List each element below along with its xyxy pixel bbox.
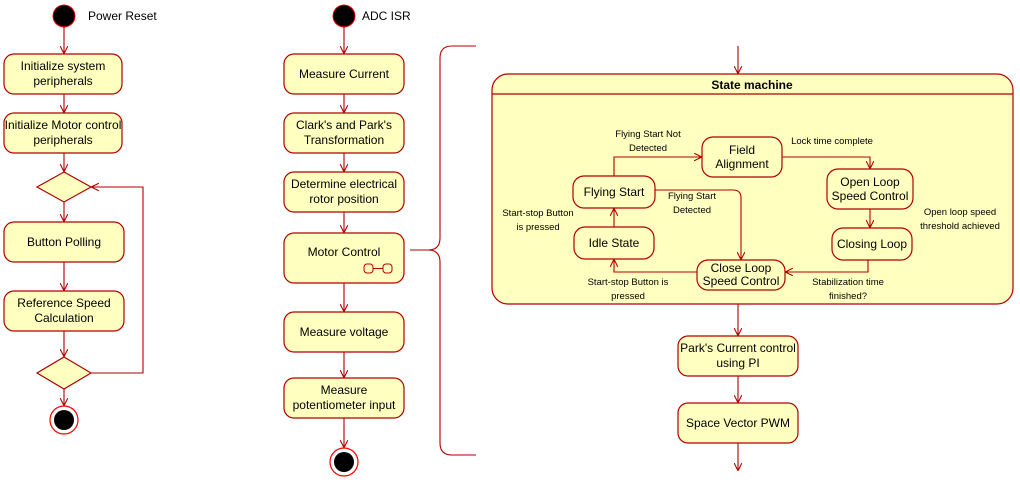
motor-control-node: Motor Control [283, 232, 405, 284]
label-open-loop-threshold-2: threshold achieved [920, 221, 1000, 232]
reference-speed-node: Reference Speed Calculation [3, 290, 125, 332]
measure-pot-node: Measure potentiometer input [283, 377, 405, 419]
expansion-brace [410, 45, 476, 456]
measure-current-node: Measure Current [283, 53, 405, 95]
reference-speed-line1: Reference Speed [17, 296, 110, 310]
svpwm-node: Space Vector PWM [677, 402, 799, 444]
label-start-stop-1a: Start-stop Button [502, 208, 573, 219]
init-motor-control-line1: Initialize Motor control [5, 118, 122, 132]
power-reset-flow: Power Reset Initialize system peripheral… [3, 4, 157, 435]
label-flying-not-detected-1: Flying Start Not [615, 129, 681, 140]
edge-closing-to-closeloop [786, 260, 869, 272]
label-start-stop-2a: Start-stop Button is [588, 277, 669, 288]
state-closing-loop: Closing Loop [831, 227, 913, 261]
power-reset-initial-node [52, 4, 76, 28]
measure-pot-line2: potentiometer input [293, 398, 396, 412]
motor-control-label: Motor Control [308, 245, 381, 259]
measure-voltage-label: Measure voltage [300, 325, 389, 339]
label-flying-detected-2: Detected [673, 205, 711, 216]
rotor-position-node: Determine electrical rotor position [283, 171, 405, 213]
clarke-park-node: Clark's and Park's Transformation [283, 112, 405, 154]
closing-loop-label: Closing Loop [837, 237, 907, 251]
park-current-node: Park's Current control using PI [677, 335, 799, 377]
label-flying-not-detected-2: Detected [629, 143, 667, 154]
clarke-park-line2: Transformation [304, 133, 384, 147]
label-open-loop-threshold-1: Open loop speed [924, 207, 996, 218]
adc-isr-flow: ADC ISR Measure Current Clark's and Park… [283, 4, 411, 477]
park-current-line1: Park's Current control [680, 341, 796, 355]
edge-field-to-openloop [782, 156, 870, 168]
adc-isr-initial-node [332, 4, 356, 28]
rotor-position-line1: Determine electrical [291, 177, 397, 191]
init-system-peripherals-line1: Initialize system [21, 59, 106, 73]
edge-flying-to-field [613, 157, 701, 176]
label-stabilization-2: finished? [829, 291, 867, 302]
open-loop-line2: Speed Control [832, 189, 909, 203]
loop-back-edge [91, 187, 144, 374]
edge-closeloop-to-idle [614, 260, 697, 273]
clarke-park-line1: Clark's and Park's [296, 118, 392, 132]
adc-isr-label: ADC ISR [362, 9, 411, 23]
field-alignment-line1: Field [729, 143, 755, 157]
init-motor-control-line2: peripherals [33, 133, 92, 147]
state-close-loop: Close Loop Speed Control [696, 259, 786, 291]
init-motor-control-node: Initialize Motor control peripherals [3, 112, 123, 154]
adc-isr-final-node [329, 447, 359, 477]
flying-start-label: Flying Start [584, 185, 645, 199]
power-reset-final-node [49, 405, 79, 435]
close-loop-line2: Speed Control [703, 274, 780, 288]
init-system-peripherals-line2: peripherals [33, 74, 92, 88]
label-lock-time: Lock time complete [791, 136, 873, 147]
button-polling-node: Button Polling [3, 221, 125, 263]
power-reset-label: Power Reset [88, 9, 157, 23]
label-stabilization-1: Stabilization time [812, 277, 884, 288]
state-field-alignment: Field Alignment [701, 136, 783, 178]
subactivity-rake-icon [363, 263, 393, 274]
label-start-stop-1b: is pressed [516, 222, 559, 233]
state-open-loop: Open Loop Speed Control [826, 168, 914, 210]
button-polling-label: Button Polling [27, 235, 101, 249]
park-current-line2: using PI [716, 356, 759, 370]
idle-state-label: Idle State [589, 236, 640, 250]
measure-voltage-node: Measure voltage [283, 311, 405, 353]
state-machine-title: State machine [711, 78, 793, 92]
field-alignment-line2: Alignment [715, 157, 769, 171]
svpwm-label: Space Vector PWM [686, 416, 790, 430]
measure-pot-line1: Measure [321, 383, 368, 397]
reference-speed-line2: Calculation [34, 311, 93, 325]
label-start-stop-2b: pressed [611, 291, 645, 302]
rotor-position-line2: rotor position [309, 192, 378, 206]
label-flying-detected-1: Flying Start [668, 191, 716, 202]
measure-current-label: Measure Current [299, 67, 390, 81]
merge-decision-node [35, 171, 93, 203]
close-loop-line1: Close Loop [711, 261, 772, 275]
state-flying-start: Flying Start [572, 175, 656, 209]
loop-decision-node [35, 356, 93, 390]
init-system-peripherals-node: Initialize system peripherals [3, 53, 123, 95]
motor-control-detail: State machine Field Alignment Flying Sta… [491, 46, 1014, 470]
edge-flying-to-closeloop [655, 189, 741, 259]
state-idle: Idle State [573, 226, 655, 260]
open-loop-line1: Open Loop [840, 175, 900, 189]
